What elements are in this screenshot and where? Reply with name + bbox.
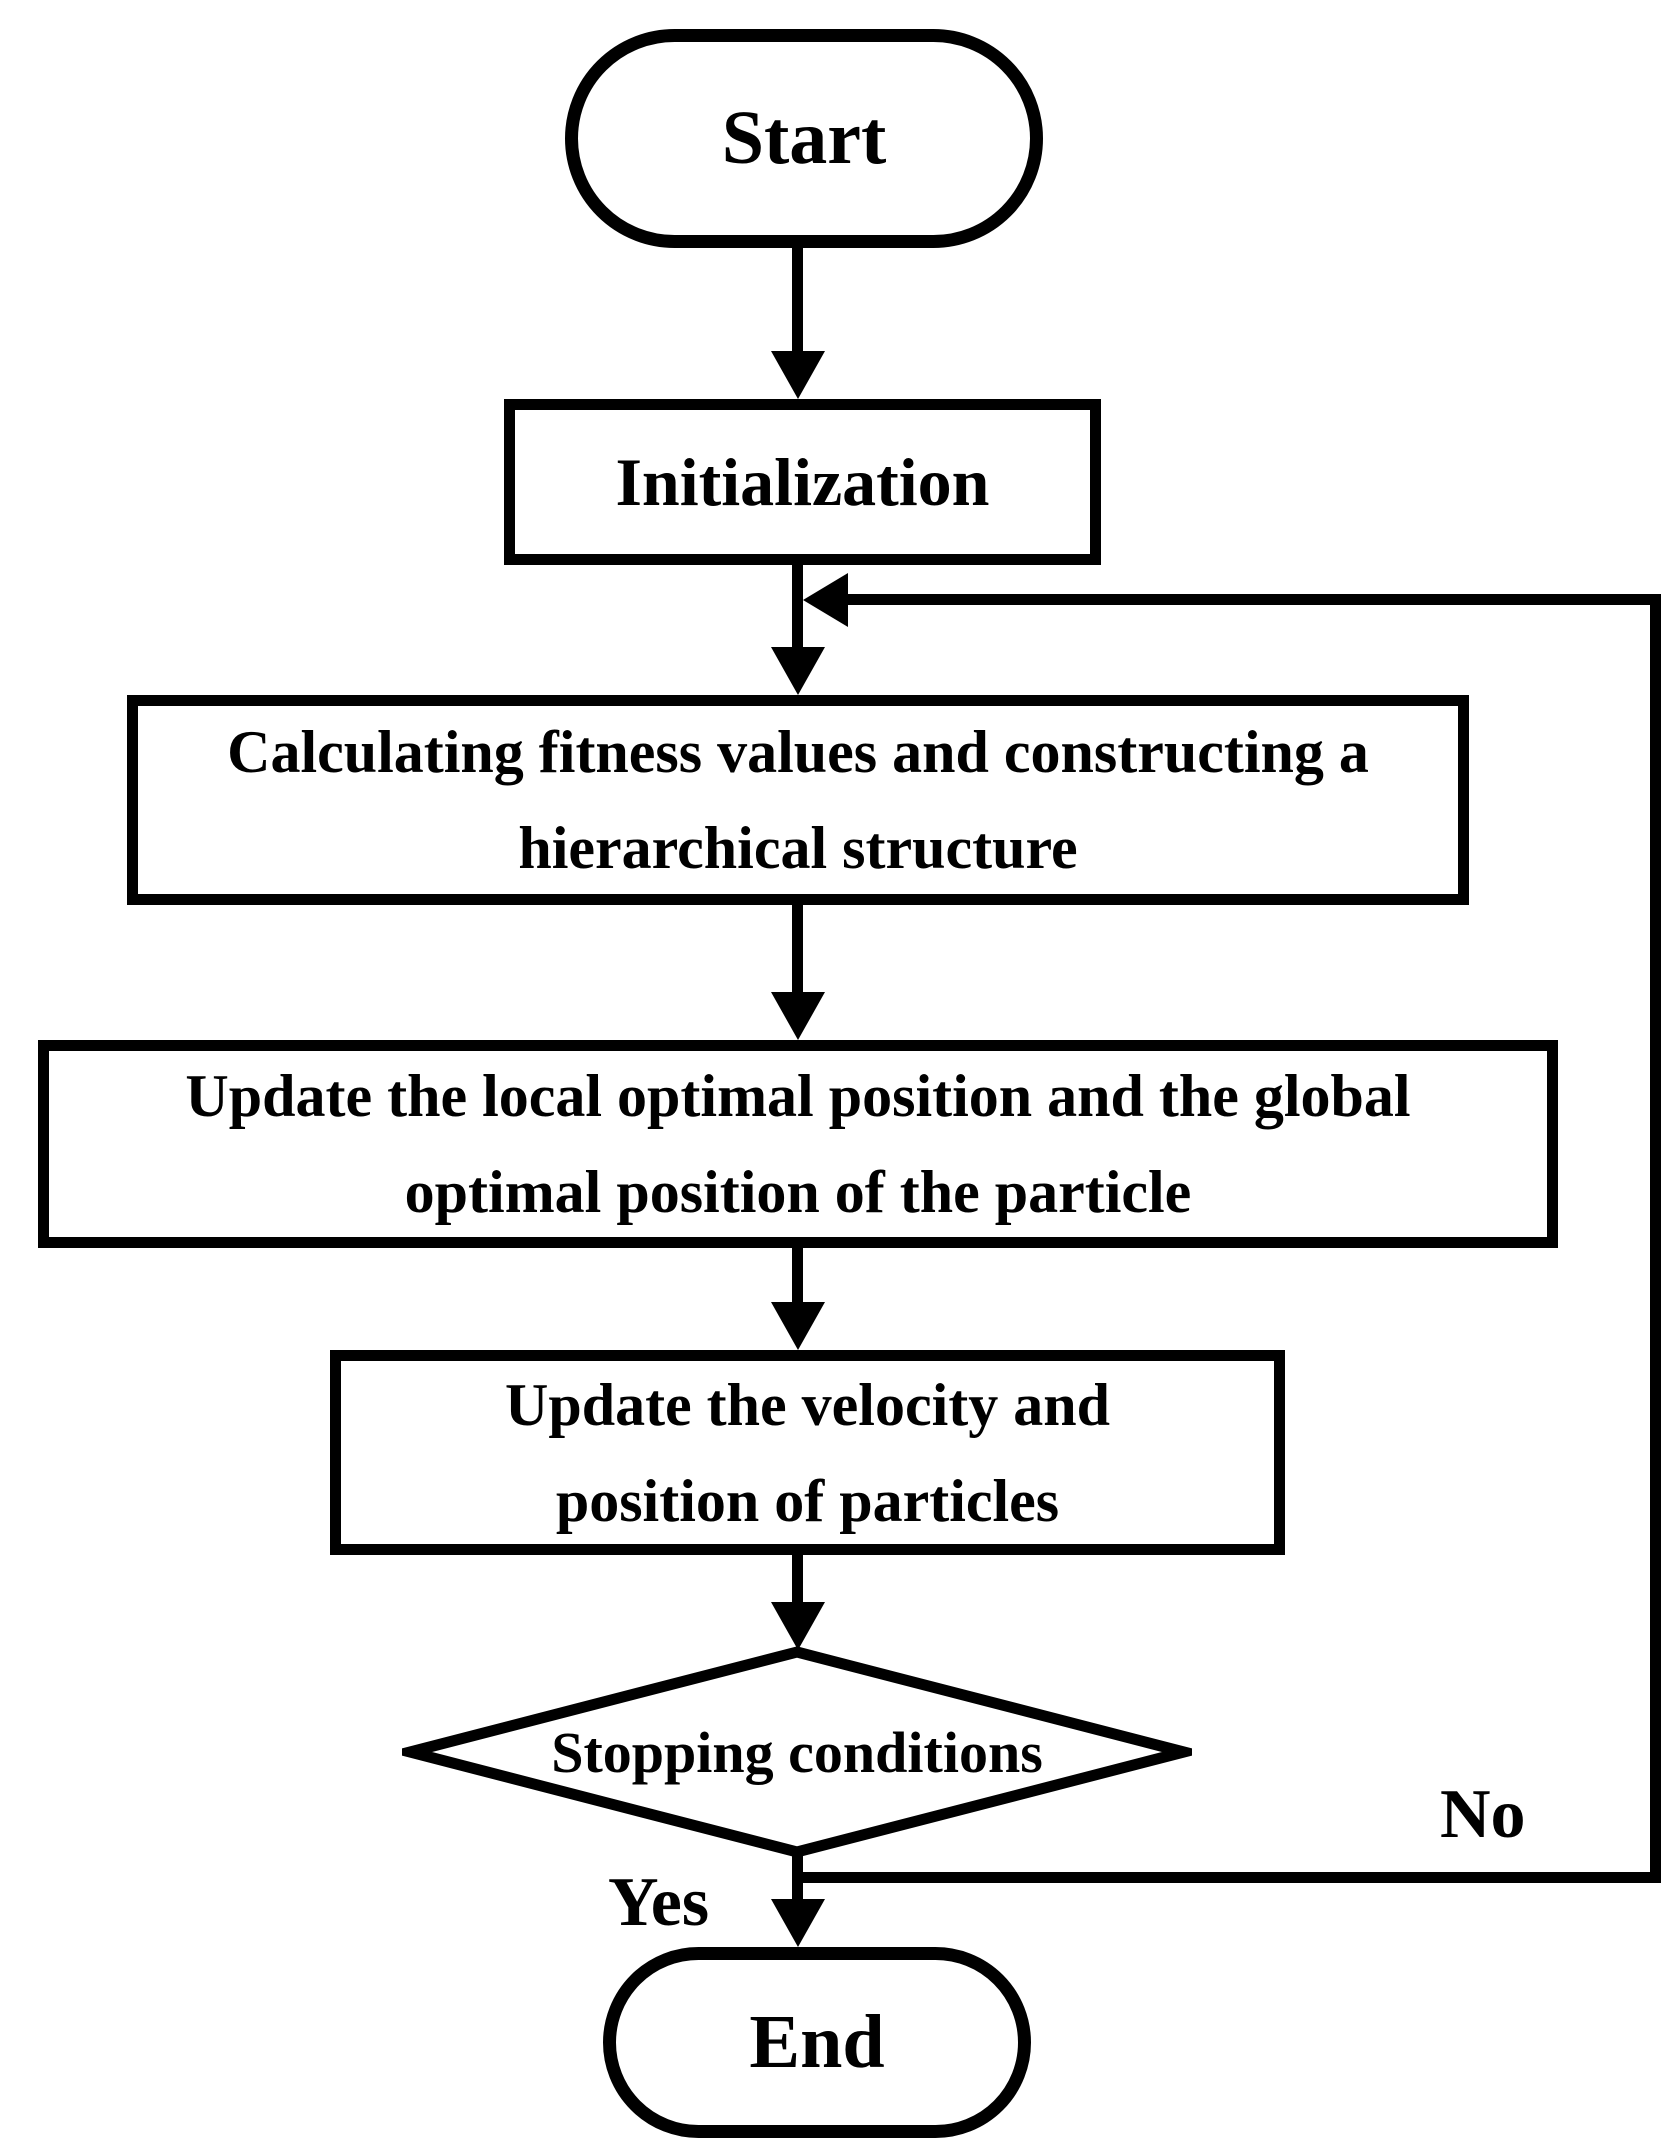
connector-update-optimal-to-update-velocity (792, 1243, 803, 1305)
arrowhead-left-icon (803, 573, 848, 627)
no-loop-top-line (843, 594, 1661, 605)
decision-node: Stopping conditions (402, 1644, 1192, 1860)
connector-initialization-to-fitness (792, 560, 803, 652)
connector-update-velocity-to-decision (792, 1550, 803, 1606)
arrowhead-down-icon (771, 1899, 825, 1947)
initialization-node: Initialization (504, 399, 1101, 565)
diamond-shape-icon (402, 1646, 1192, 1858)
start-node: Start (565, 29, 1043, 248)
arrowhead-down-icon (771, 647, 825, 695)
decision-label: Stopping conditions (551, 1719, 1043, 1785)
no-loop-bottom-line (797, 1872, 1661, 1883)
update-velocity-node: Update the velocity and position of part… (330, 1350, 1285, 1555)
yes-edge-label: Yes (608, 1864, 710, 1941)
update-optimal-node: Update the local optimal position and th… (38, 1040, 1558, 1248)
connector-start-to-initialization (792, 243, 803, 355)
arrowhead-down-icon (771, 351, 825, 399)
fitness-node: Calculating fitness values and construct… (127, 695, 1469, 905)
no-loop-right-line (1650, 594, 1661, 1883)
arrowhead-down-icon (771, 992, 825, 1040)
end-node: End (603, 1947, 1031, 2138)
connector-fitness-to-update-optimal (792, 900, 803, 996)
arrowhead-down-icon (771, 1602, 825, 1650)
arrowhead-down-icon (771, 1302, 825, 1350)
no-edge-label: No (1440, 1776, 1526, 1853)
